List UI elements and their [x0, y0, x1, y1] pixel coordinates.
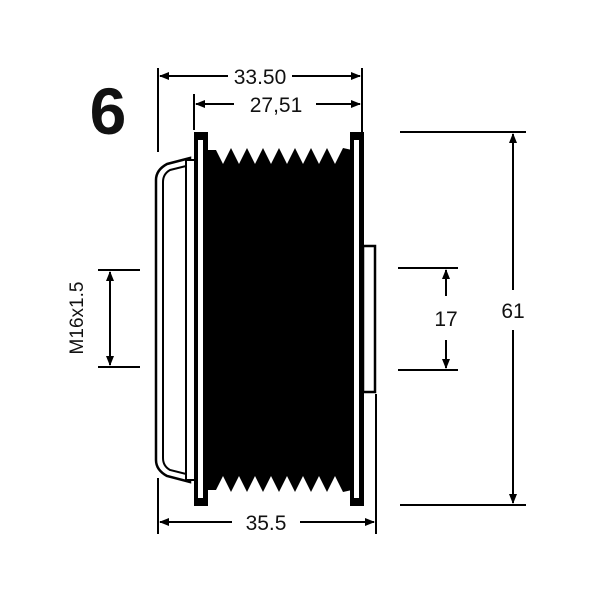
right-flange-highlight: [354, 140, 359, 498]
hub-step: [185, 159, 196, 481]
diameter-label: 61: [501, 300, 524, 323]
thread-label: M16x1.5: [67, 282, 88, 355]
dim-total-length: 35.5: [157, 394, 377, 535]
pulley-body: [154, 132, 377, 506]
overall-width-label: 33.50: [234, 66, 287, 89]
right-collar: [361, 244, 377, 394]
grooved-belt-surface: [208, 148, 352, 492]
dim-groove-width: 27,51: [193, 94, 361, 130]
dim-thread: M16x1.5: [67, 269, 140, 368]
bore-label: 17: [434, 308, 457, 331]
groove-count-label: 6: [90, 74, 127, 148]
left-hub-inner: [162, 164, 187, 476]
dim-diameter: 61: [400, 131, 526, 506]
dim-overall-width: 33.50: [157, 66, 363, 152]
left-flange-highlight: [198, 140, 203, 498]
total-length-label: 35.5: [246, 512, 287, 535]
groove-width-label: 27,51: [250, 94, 303, 117]
dim-bore: 17: [398, 267, 458, 371]
